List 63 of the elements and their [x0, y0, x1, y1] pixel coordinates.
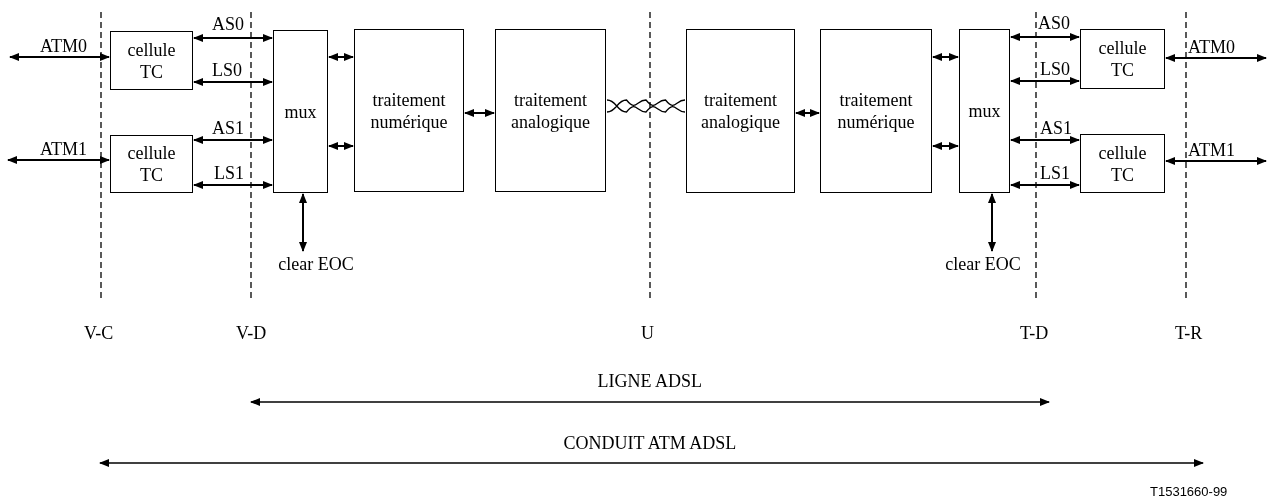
block-box [686, 29, 795, 193]
arrow [932, 142, 959, 150]
span-label: CONDUIT ATM ADSL [563, 433, 737, 453]
arrow [193, 136, 273, 144]
arrow [988, 193, 996, 252]
block-box [959, 29, 1010, 193]
arrow [1010, 136, 1080, 144]
arrow [1010, 181, 1080, 189]
block-label: cellule TC [126, 142, 177, 186]
edge-label: AS1 [212, 118, 244, 138]
block-box [110, 135, 193, 193]
arrow [328, 142, 354, 150]
arrow [1165, 157, 1267, 165]
block-box [820, 29, 932, 193]
figure-number: T1531660-99 [1150, 483, 1228, 499]
block-label: cellule TC [1097, 141, 1148, 186]
edge-label: ATM1 [1188, 140, 1235, 160]
interface-label: T-R [1175, 323, 1203, 343]
edge-label: LS1 [214, 163, 244, 183]
edge-label: AS1 [1040, 118, 1072, 138]
block-label: cellule TC [1097, 37, 1148, 81]
block-box [273, 30, 328, 193]
arrow [9, 53, 110, 61]
arrow [193, 34, 273, 42]
block-box [354, 29, 464, 192]
interface-label: T-D [1020, 323, 1049, 343]
span-label: LIGNE ADSL [597, 371, 702, 391]
block-box [1080, 29, 1165, 89]
interface-label: V-D [236, 323, 267, 343]
edge-label: LS0 [1040, 59, 1070, 79]
edge-label: ATM0 [1188, 37, 1235, 57]
edge-label: AS0 [1038, 13, 1070, 33]
block-box [110, 31, 193, 90]
arrow [464, 109, 495, 117]
edge-label: ATM1 [40, 139, 87, 159]
interface-label: U [641, 323, 654, 343]
arrow [1010, 77, 1080, 85]
arrow [328, 53, 354, 61]
signal-label: clear EOC [933, 252, 1033, 276]
block-label: traitement numérique [836, 89, 916, 133]
arrow [193, 181, 273, 189]
block-label: traitement analogique [510, 88, 591, 133]
signal-label: clear EOC [266, 252, 366, 276]
arrow [1165, 54, 1267, 62]
interface-label: V-C [84, 323, 114, 343]
arrow [193, 78, 273, 86]
block-box [1080, 134, 1165, 193]
block-box [495, 29, 606, 192]
arrow [7, 156, 110, 164]
edge-label: LS0 [212, 60, 242, 80]
edge-label: AS0 [212, 14, 244, 34]
edge-label: ATM0 [40, 36, 87, 56]
twisted-pair-line [606, 99, 686, 113]
block-label: cellule TC [126, 38, 177, 83]
arrow [299, 193, 307, 252]
block-label: traitement numérique [369, 88, 449, 133]
block-label: mux [284, 100, 317, 123]
block-label: traitement analogique [700, 89, 781, 133]
block-label: mux [968, 100, 1001, 122]
arrow [795, 109, 820, 117]
arrow [1010, 33, 1080, 41]
arrow [932, 53, 959, 61]
edge-label: LS1 [1040, 163, 1070, 183]
